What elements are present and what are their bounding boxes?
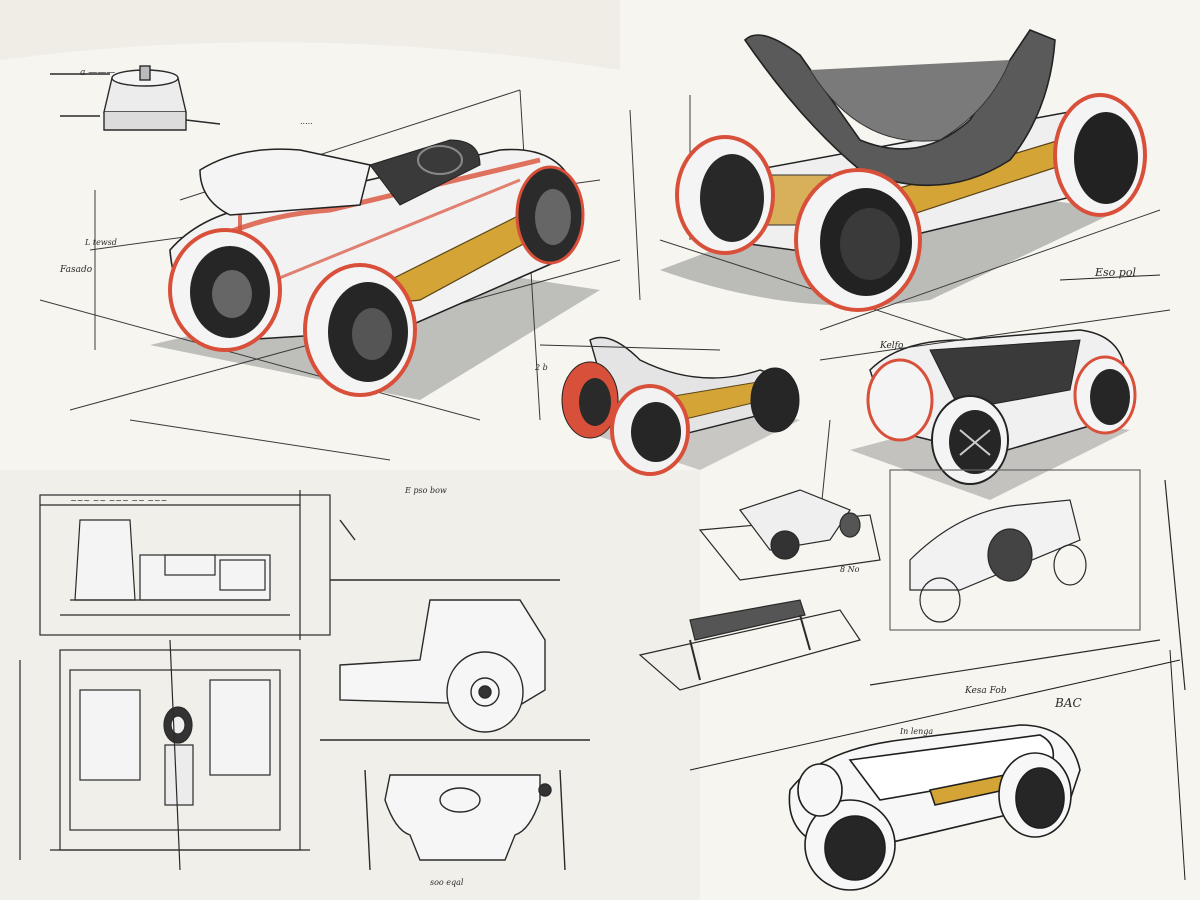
open-car-sketch xyxy=(689,649,1186,891)
label-bottom-mid: Kesa Fob xyxy=(964,686,1007,696)
label-mid-right: Kelfo xyxy=(879,341,904,351)
note-scribble: E pso bow xyxy=(404,486,447,495)
leader-line xyxy=(1059,274,1161,281)
label-bottom-right: BAC xyxy=(1054,696,1082,710)
note-scribble: ..... xyxy=(300,117,313,126)
orthographic-front-view xyxy=(19,639,310,871)
paper-wash xyxy=(0,0,620,70)
orthographic-top-view xyxy=(39,490,331,640)
note-scribble: soo eqal xyxy=(430,878,464,887)
chassis-sketch-1 xyxy=(698,489,881,581)
label-small-3: In lenga xyxy=(899,727,933,736)
seat-car-sketch xyxy=(659,29,1161,351)
main-car-sketch xyxy=(39,89,641,461)
label-small-1: 2 b xyxy=(534,363,548,372)
orthographic-side-view xyxy=(320,519,590,741)
tub-car-sketch xyxy=(819,309,1171,521)
note-scribble: L tewsd xyxy=(84,238,117,247)
label-small-2: 8 No xyxy=(840,565,860,574)
note-scribble: a ——— xyxy=(80,68,115,78)
orthographic-rear-view xyxy=(364,769,566,871)
buggy-frame-sketch xyxy=(869,469,1186,691)
label-top-right: Eso pol xyxy=(1094,266,1136,279)
bench-part-sketch xyxy=(638,599,861,691)
lamp-part-sketch xyxy=(50,65,221,131)
note-scribble: ~~~ ~~ ~~~ ~~ ~~~ xyxy=(70,496,167,505)
note-scribble: Fasado xyxy=(59,265,93,275)
small-seat-car-sketch xyxy=(539,336,800,476)
